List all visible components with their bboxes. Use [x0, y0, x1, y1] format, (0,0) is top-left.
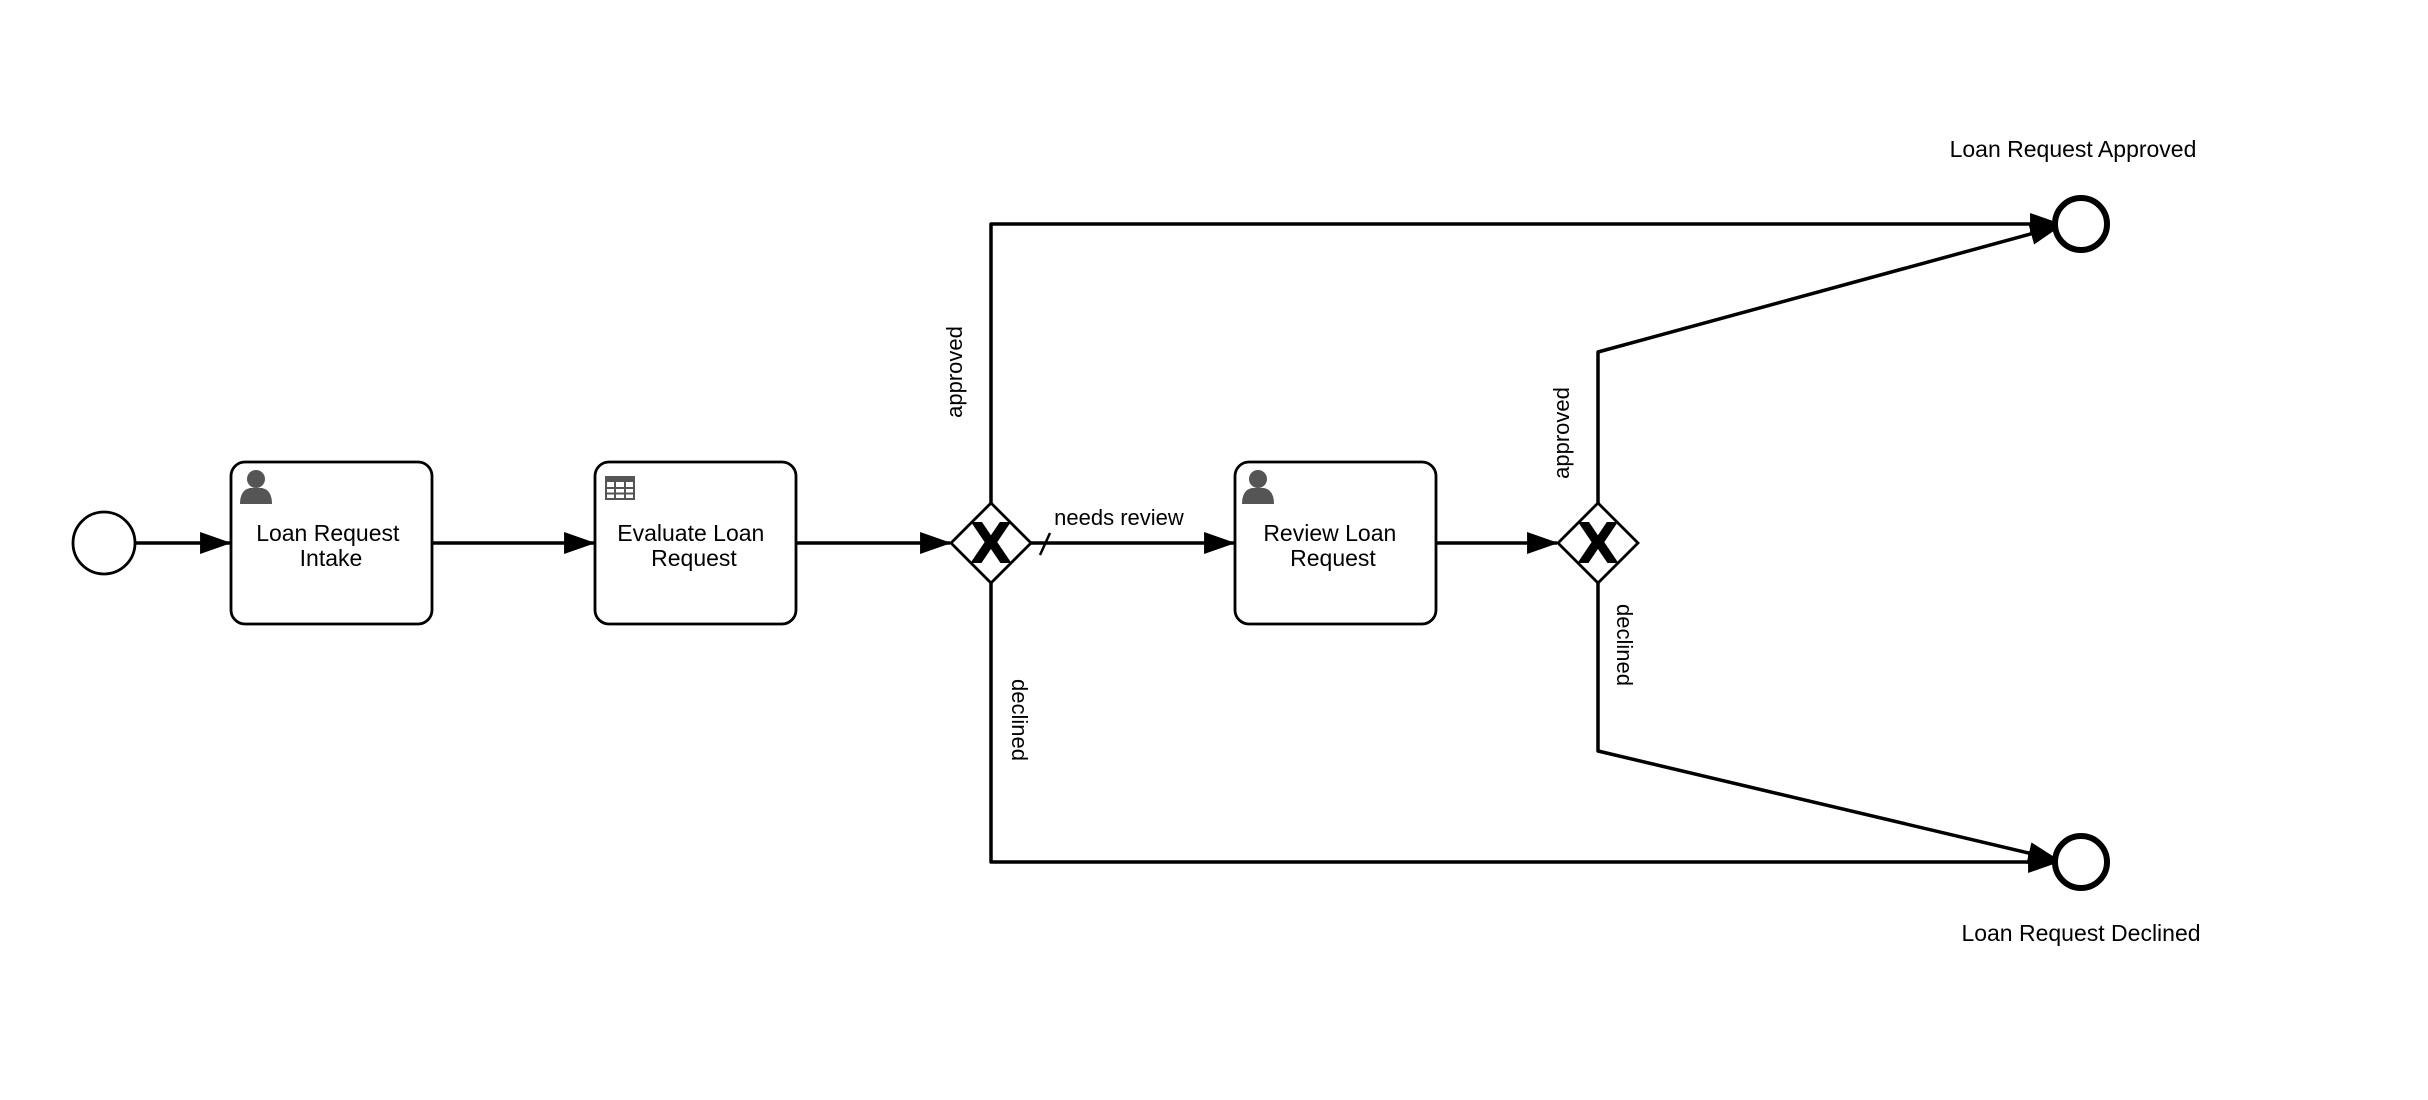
- task-label-line: Evaluate Loan: [617, 520, 764, 546]
- default-flow-marker: [1038, 532, 1052, 556]
- task-label-line: Review Loan: [1263, 520, 1396, 546]
- exclusive-gateway-2[interactable]: X: [1556, 501, 1640, 585]
- task-label-line: Loan Request: [256, 520, 400, 546]
- flow-gateway1-approved[interactable]: [989, 212, 2062, 503]
- flow-label-gateway2-declined: declined: [1612, 604, 1637, 686]
- user-icon: [240, 470, 272, 504]
- task-label-line: Intake: [300, 545, 363, 571]
- flow-label-gateway1-declined: declined: [1007, 679, 1032, 761]
- task-label-line: Request: [1290, 545, 1376, 571]
- flow-gateway2-declined[interactable]: [1596, 583, 2060, 864]
- task-evaluate-loan-request[interactable]: Evaluate Loan Request: [593, 460, 798, 626]
- end-event-declined[interactable]: [2052, 833, 2110, 891]
- end-event-approved[interactable]: [2052, 195, 2110, 253]
- flow-label-gateway1-needs-review: needs review: [1054, 505, 1184, 530]
- svg-text:Review Loan Request: Review Loan Request: [1263, 520, 1402, 571]
- flow-label-gateway1-approved: approved: [942, 326, 967, 418]
- svg-text:Evaluate Loan Request: Evaluate Loan Request: [617, 520, 770, 571]
- svg-text:Loan Request Intake: Loan Request Intake: [256, 520, 406, 571]
- task-review-loan-request[interactable]: Review Loan Request: [1233, 460, 1438, 626]
- user-icon: [1242, 470, 1274, 504]
- end-event-approved-label: Loan Request Approved: [1950, 136, 2197, 162]
- task-loan-request-intake[interactable]: Loan Request Intake: [229, 460, 434, 626]
- gateway-x-marker: X: [969, 512, 1012, 577]
- flow-label-gateway2-approved: approved: [1549, 387, 1574, 479]
- table-icon: [605, 476, 635, 500]
- flow-gateway2-approved[interactable]: [1596, 223, 2062, 503]
- end-event-declined-label: Loan Request Declined: [1961, 920, 2200, 946]
- flow-gateway1-declined[interactable]: [989, 583, 2060, 874]
- exclusive-gateway-1[interactable]: X: [949, 501, 1033, 585]
- start-event[interactable]: [71, 510, 137, 576]
- gateway-x-marker: X: [1576, 512, 1619, 577]
- task-label-line: Request: [651, 545, 737, 571]
